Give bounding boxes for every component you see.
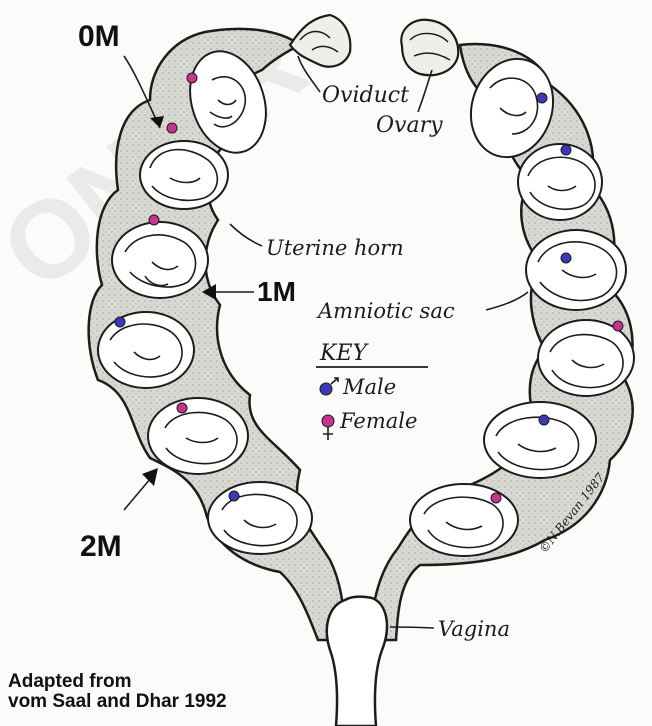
female-key-label: Female — [339, 409, 417, 433]
male-marker — [537, 93, 547, 103]
right-ovary — [401, 20, 458, 75]
female-key-icon — [322, 415, 334, 427]
credit-line-2: vom Saal and Dhar 1992 — [8, 692, 348, 712]
male-key-arrow — [331, 378, 338, 384]
male-key-icon — [320, 383, 332, 395]
oviduct-label: Oviduct — [322, 83, 409, 108]
fetal-sac-left-2 — [140, 141, 228, 209]
uterine-horn-label: Uterine horn — [266, 236, 404, 260]
zero-m-label: 0M — [78, 20, 120, 53]
male-marker — [539, 415, 549, 425]
ovary-label: Ovary — [376, 113, 443, 138]
female-marker — [613, 321, 623, 331]
uterine-horn-leader — [230, 224, 262, 246]
ovary-leader — [418, 70, 432, 112]
one-m-label: 1M — [257, 276, 296, 307]
female-marker — [177, 403, 187, 413]
male-marker — [561, 253, 571, 263]
credit-line-1: Adapted from — [8, 672, 348, 692]
amniotic-sac-label: Amniotic sac — [316, 299, 455, 323]
female-marker — [491, 493, 501, 503]
two-m-label: 2M — [80, 530, 122, 563]
female-key-cross — [323, 427, 333, 440]
amniotic-sac-leader — [486, 292, 528, 310]
female-marker — [187, 73, 197, 83]
fetal-sac-right-4 — [538, 320, 634, 396]
male-marker — [561, 145, 571, 155]
vagina-label: Vagina — [438, 617, 510, 641]
fetal-sac-right-6 — [410, 484, 518, 556]
male-key-label: Male — [342, 375, 396, 399]
fetal-sac-right-5 — [484, 402, 596, 478]
female-marker — [149, 215, 159, 225]
key-legend: KEY Male Female — [316, 341, 428, 440]
key-title: KEY — [319, 341, 369, 366]
male-marker — [115, 317, 125, 327]
source-credit: Adapted from vom Saal and Dhar 1992 — [8, 672, 348, 712]
two-m-arrowhead — [142, 468, 158, 486]
female-marker — [167, 123, 177, 133]
male-marker — [229, 491, 239, 501]
